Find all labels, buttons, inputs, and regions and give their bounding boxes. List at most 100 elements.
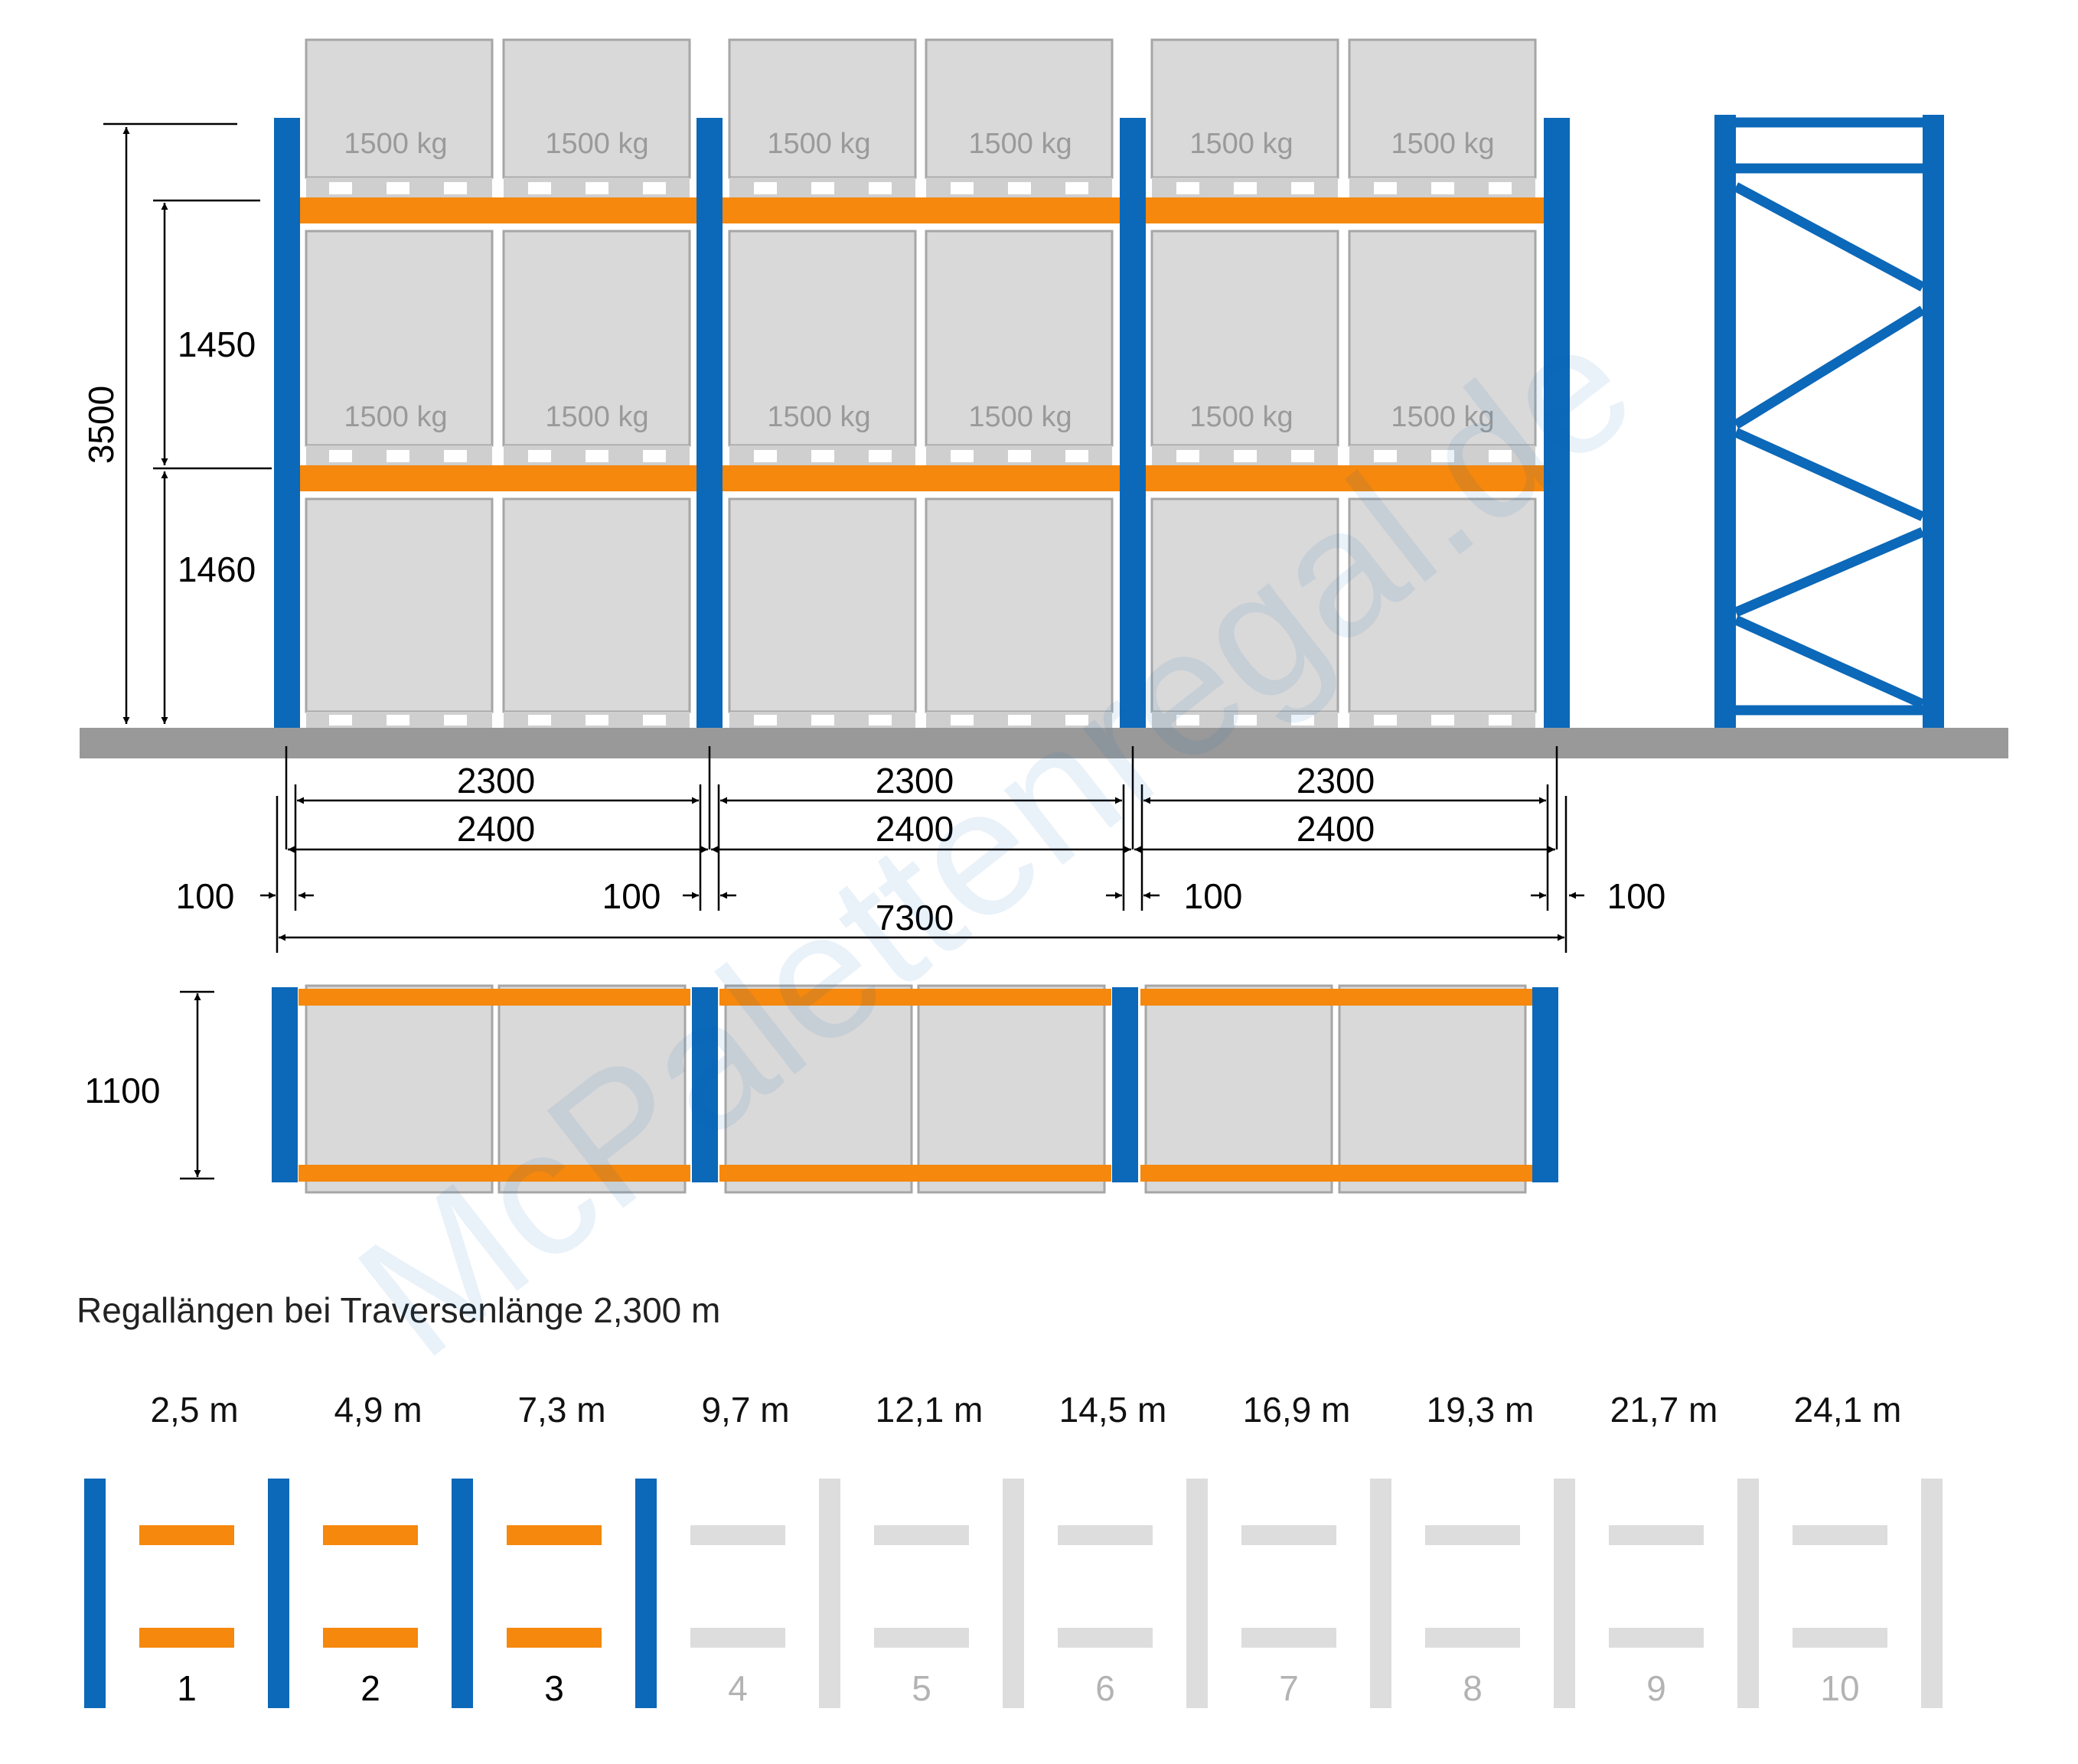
bay-number: 7 [1279,1668,1299,1708]
pallet [1348,230,1537,447]
bay-number: 9 [1646,1668,1666,1708]
dim-gap: 100 [1184,876,1243,916]
pallet-top [724,984,913,1194]
upright [274,118,300,728]
pallet [728,497,917,713]
pallet [925,497,1114,713]
dim-beam-length: 2300 [457,761,535,800]
pallet-top [1144,984,1333,1194]
rack-length-label: 21,7 m [1610,1390,1718,1430]
table-beam [1793,1525,1887,1545]
dim-upper-level: 1450 [178,324,256,364]
pallet-top [1338,984,1527,1194]
rack-length-label: 12,1 m [876,1390,984,1430]
load-label: 1500 kg [767,401,870,433]
rack-length-label: 19,3 m [1427,1390,1535,1430]
table-upright [819,1479,840,1708]
dim-bay-width: 2400 [876,809,954,849]
table-upright [84,1479,106,1708]
table-upright [268,1479,289,1708]
table-beam [1241,1525,1336,1545]
top-view [272,984,1558,1194]
pallet [1150,497,1339,713]
upright [1120,118,1146,728]
bay-number: 2 [360,1668,380,1708]
beam [1146,197,1544,223]
table-beam [1609,1525,1704,1545]
load-label: 1500 kg [1189,401,1293,433]
table-upright [1737,1479,1759,1708]
beam [1146,465,1544,491]
table-beam [690,1628,785,1648]
pallet [728,230,917,447]
upright [1544,118,1570,728]
load-label: 1500 kg [968,128,1072,160]
dim-beam-length: 2300 [876,761,954,800]
dim-total-length: 7300 [876,898,954,937]
rack-length-label: 14,5 m [1059,1390,1167,1430]
load-label: 1500 kg [1391,401,1494,433]
table-beam [1058,1525,1153,1545]
floor [80,728,2008,758]
table-beam [1425,1628,1520,1648]
pallet-top [917,984,1106,1194]
load-label: 1500 kg [344,128,447,160]
load-label: 1500 kg [545,401,648,433]
pallet [728,38,917,179]
table-upright [635,1479,657,1708]
uprights-front [274,118,1570,728]
pallet [305,230,494,447]
table-upright [1370,1479,1391,1708]
dim-gap: 100 [602,876,661,916]
pallet [925,230,1114,447]
pallet [502,38,691,179]
side-frame [1714,115,1944,728]
dim-gap: 100 [1607,876,1666,916]
table-beam [323,1525,418,1545]
table-beam [139,1628,234,1648]
dim-beam-length: 2300 [1297,761,1375,800]
table-upright [1186,1479,1208,1708]
pallet [502,497,691,713]
beam [298,465,696,491]
beam [722,197,1120,223]
dim-bay-width: 2400 [1297,809,1375,849]
beam [298,197,696,223]
rack-length-label: 24,1 m [1794,1390,1902,1430]
dim-gap: 100 [176,876,235,916]
load-label: 1500 kg [968,401,1072,433]
upright [696,118,723,728]
table-beam [139,1525,234,1545]
table-beam [1241,1628,1336,1648]
rack-length-label: 9,7 m [701,1390,789,1430]
table-upright [1921,1479,1943,1708]
load-label: 1500 kg [545,128,648,160]
front-pallets [305,38,1537,713]
pallet-top [497,984,687,1194]
table-beam [507,1525,602,1545]
table-beam [874,1525,969,1545]
dim-depth: 1100 [85,1071,161,1110]
bay-number: 3 [544,1668,564,1708]
length-table-heading: Regallängen bei Traversenlänge 2,300 m [77,1290,720,1330]
load-label: 1500 kg [344,401,447,433]
rack-length-label: 16,9 m [1243,1390,1351,1430]
pallet-feet-gaps [329,182,1512,725]
table-beam [1058,1628,1153,1648]
load-label: 1500 kg [1189,128,1293,160]
table-beam [874,1628,969,1648]
table-beam [323,1628,418,1648]
table-beam [1793,1628,1887,1648]
bay-number: 8 [1463,1668,1483,1708]
load-label: 1500 kg [1391,128,1494,160]
beams-front [298,197,1544,491]
table-beam [1425,1525,1520,1545]
bay-number: 6 [1095,1668,1115,1708]
pallet [1348,497,1537,713]
rack-length-label: 2,5 m [150,1390,238,1430]
pallet-top [305,984,494,1194]
rack-length-label: 4,9 m [334,1390,422,1430]
table-beam [690,1525,785,1545]
